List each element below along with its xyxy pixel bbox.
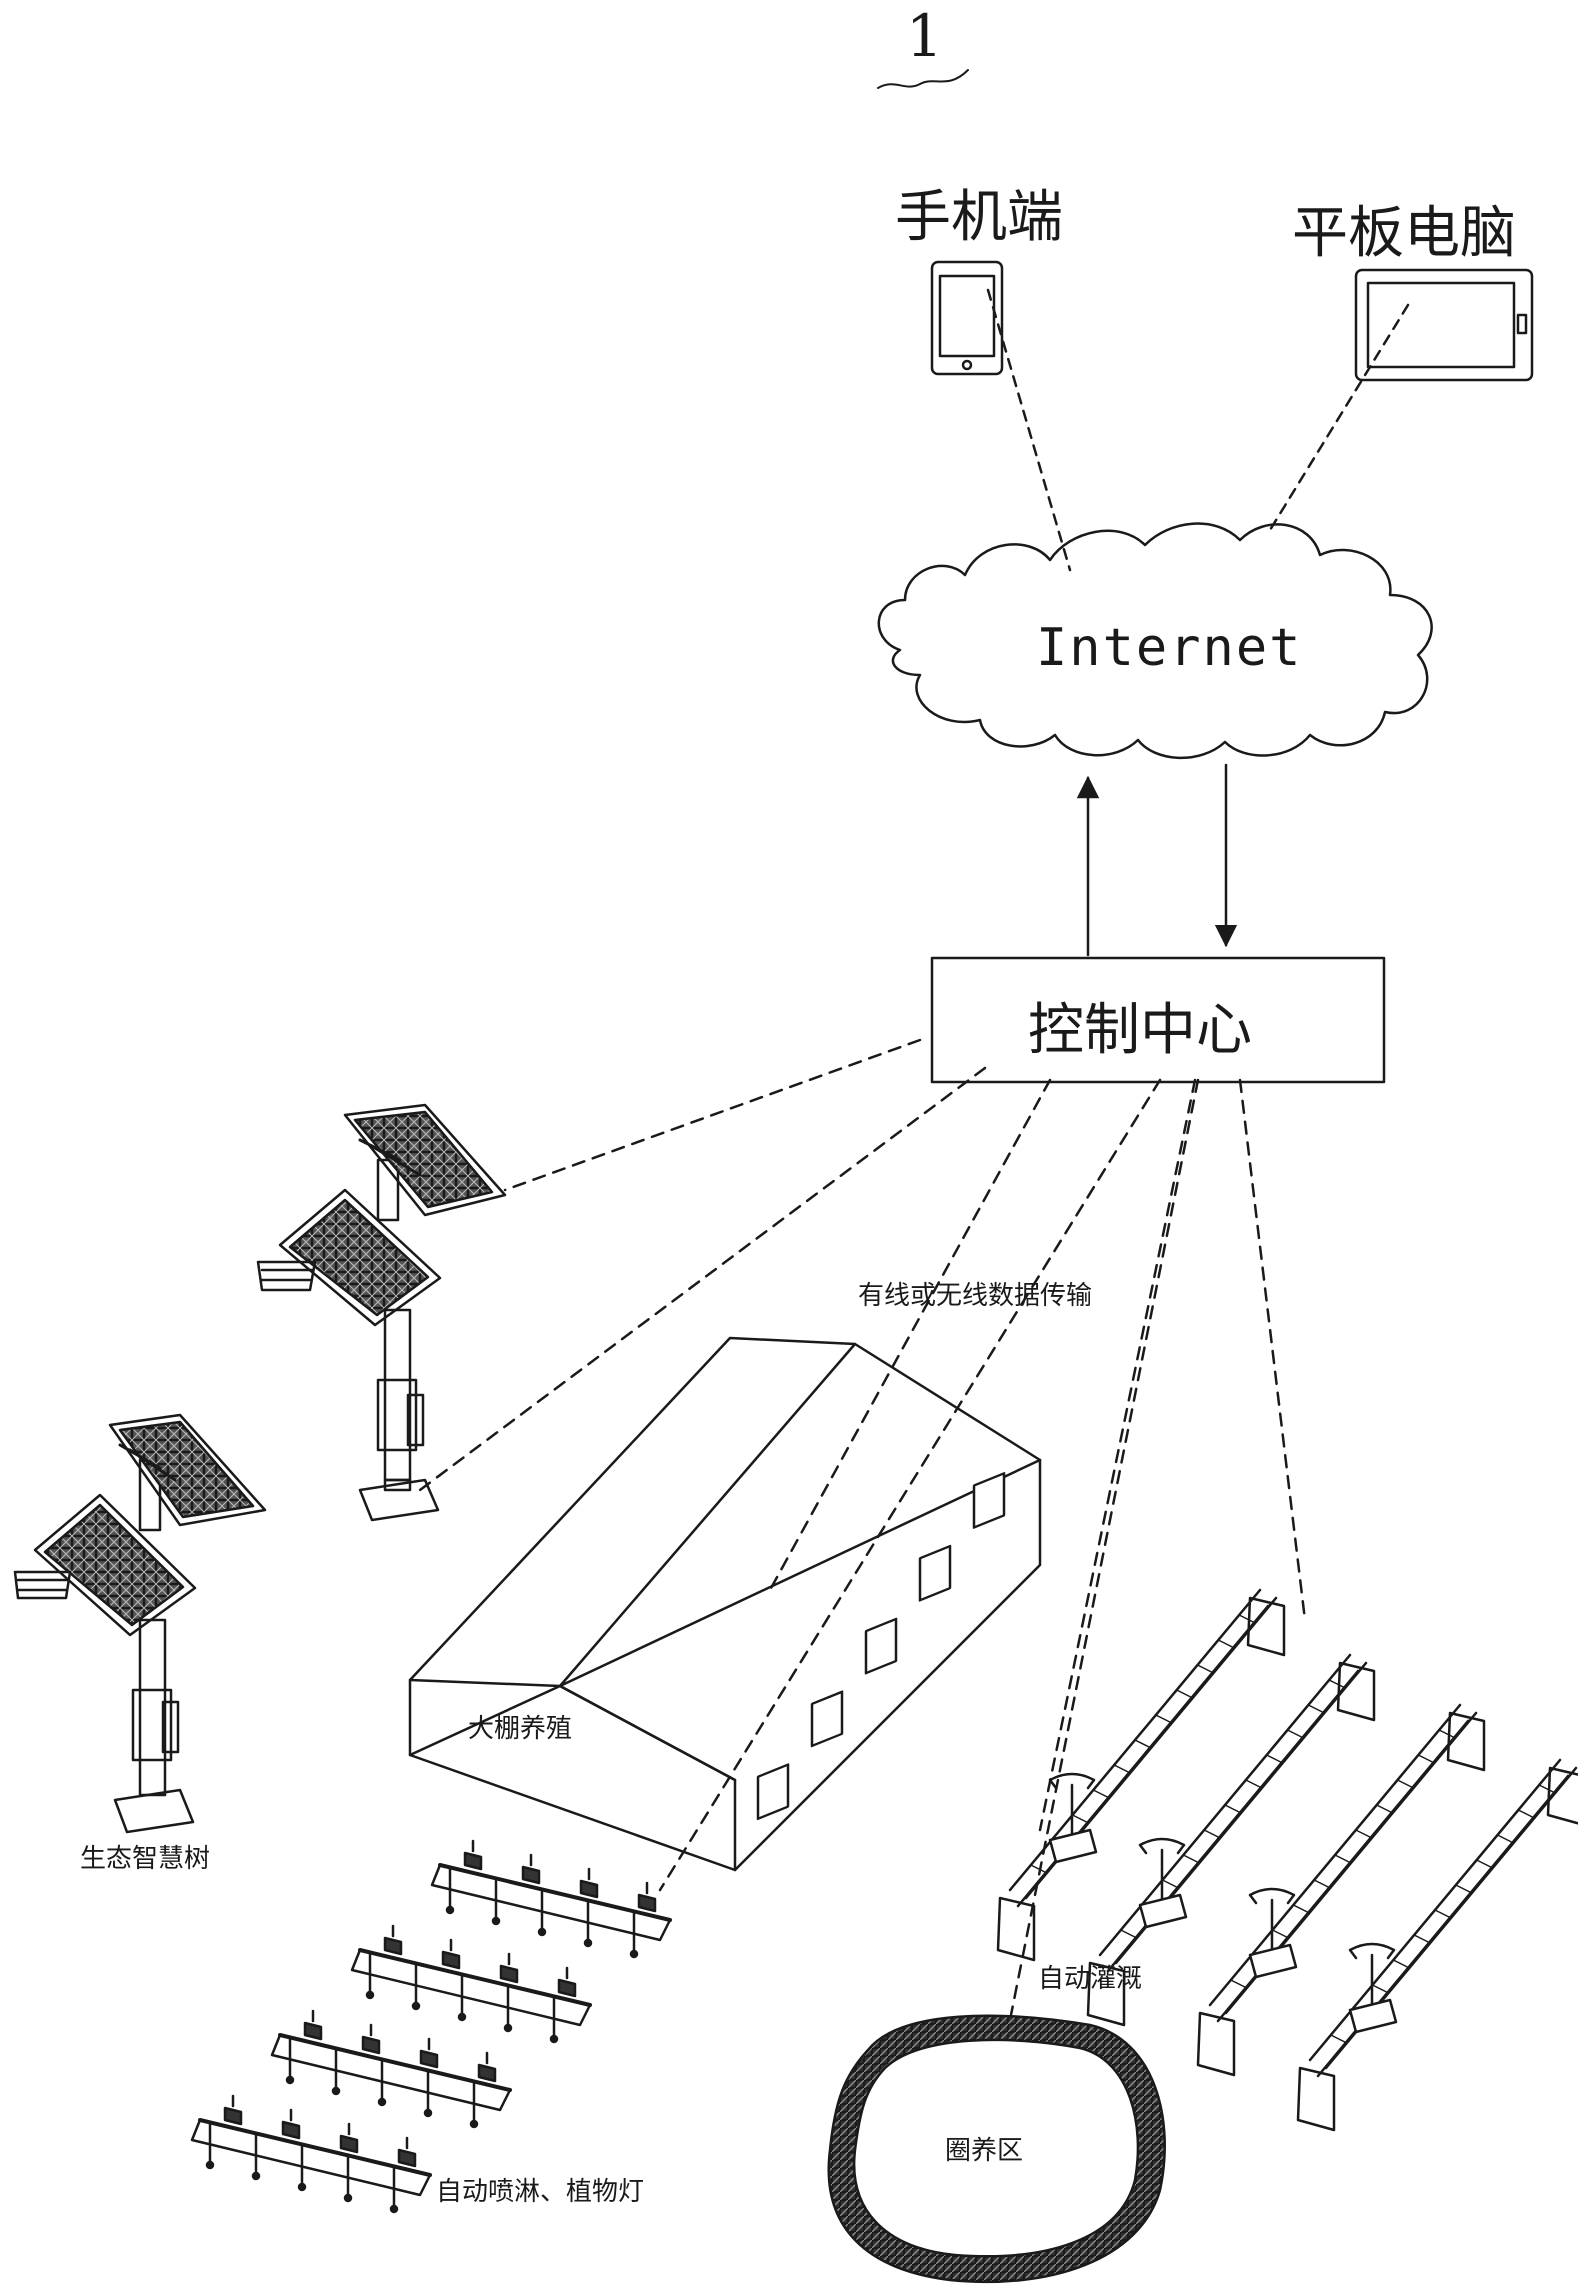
sprinkler-light-label: 自动喷淋、植物灯 [436,2171,644,2208]
control-center-label: 控制中心 [1028,985,1252,1066]
sprinkler-row [432,1841,670,1957]
sprinkler-row [192,2096,430,2212]
link-tablet-internet [1270,305,1408,530]
sprinkler-row [272,2011,510,2127]
data-links [420,1040,1305,2020]
enclosure-label: 圈养区 [945,2130,1023,2167]
transmission-label: 有线或无线数据传输 [858,1275,1092,1312]
auto-irrigation-label: 自动灌溉 [1038,1958,1142,1995]
eco-tree-label: 生态智慧树 [80,1838,210,1875]
internet-label: Internet [1036,618,1302,678]
greenhouse [410,1338,1040,1870]
greenhouse-label: 大棚养殖 [468,1708,572,1745]
eco-tree-1 [258,1105,505,1520]
phone-label: 手机端 [895,172,1063,253]
sprinkler-row [352,1926,590,2042]
irrigation-rail [1198,1705,1484,2075]
sprinkler-rows [192,1841,670,2212]
tablet-icon [1356,270,1532,380]
tablet-label: 平板电脑 [1292,188,1516,269]
eco-tree-2 [15,1415,265,1832]
link-phone-internet [988,290,1070,570]
phone-icon [932,262,1002,374]
irrigation-rail [1298,1760,1578,2130]
figure-ref-squiggle [878,70,968,88]
figure-number: 1 [906,2,943,70]
